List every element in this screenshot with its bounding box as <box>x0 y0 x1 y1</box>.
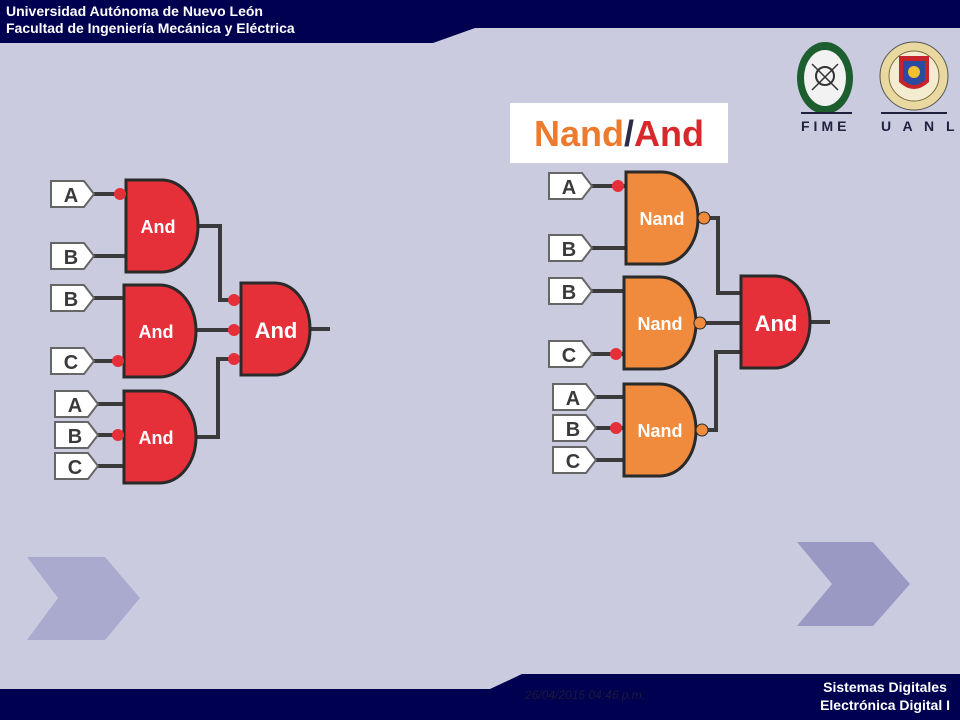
next-slide-chevron-icon[interactable] <box>797 542 910 626</box>
fime-label: FIME <box>801 118 851 134</box>
left-gate-label-2: And <box>139 322 174 342</box>
left-gate-label-3: And <box>139 428 174 448</box>
header-bar <box>0 0 960 43</box>
title-and: And <box>634 113 704 154</box>
right-final-gate-label: And <box>755 311 798 336</box>
fime-logo <box>797 42 853 114</box>
left-input-c2: C <box>68 457 82 479</box>
right-input-c2: C <box>566 451 580 473</box>
right-input-b3: B <box>566 419 580 441</box>
right-gate-label-3: Nand <box>638 421 683 441</box>
right-input-a2: A <box>566 388 580 410</box>
right-input-dots <box>610 180 624 434</box>
left-input-dots <box>112 188 240 441</box>
university-name: Universidad Autónoma de Nuevo León <box>6 3 263 19</box>
left-input-b3: B <box>68 426 82 448</box>
footer-course: Sistemas Digitales Electrónica Digital I <box>820 678 950 714</box>
right-input-c1: C <box>562 345 576 367</box>
right-final-and-gate <box>739 274 812 370</box>
right-gate-label-1: Nand <box>640 209 685 229</box>
course-line-2: Electrónica Digital I <box>820 697 950 713</box>
right-gate-label-2: Nand <box>638 314 683 334</box>
title-slash: / <box>624 113 635 154</box>
right-input-boxes <box>548 172 598 474</box>
left-input-a2: A <box>68 395 82 417</box>
course-line-1: Sistemas Digitales <box>823 679 947 695</box>
right-input-a1: A <box>562 177 576 199</box>
left-input-a1: A <box>64 185 78 207</box>
left-gate-label-1: And <box>141 217 176 237</box>
right-nand-bubbles <box>693 211 711 437</box>
title-nand: Nand <box>534 113 624 154</box>
uanl-label: U A N L <box>881 118 959 134</box>
left-input-b1: B <box>64 247 78 269</box>
uanl-logo <box>879 41 949 111</box>
right-input-b1: B <box>562 239 576 261</box>
left-input-boxes <box>50 180 100 480</box>
left-input-c1: C <box>64 352 78 374</box>
faculty-name: Facultad de Ingeniería Mecánica y Eléctr… <box>6 20 295 36</box>
footer-bar <box>0 674 960 720</box>
prev-slide-chevron-icon[interactable] <box>27 557 140 640</box>
right-input-b2: B <box>562 282 576 304</box>
left-final-gate-label: And <box>255 318 298 343</box>
left-input-b2: B <box>64 289 78 311</box>
footer-date: 26/04/2015 04:46 p.m. <box>525 688 646 702</box>
left-final-and-gate <box>239 281 312 377</box>
slide-title: Nand/And <box>510 103 728 163</box>
